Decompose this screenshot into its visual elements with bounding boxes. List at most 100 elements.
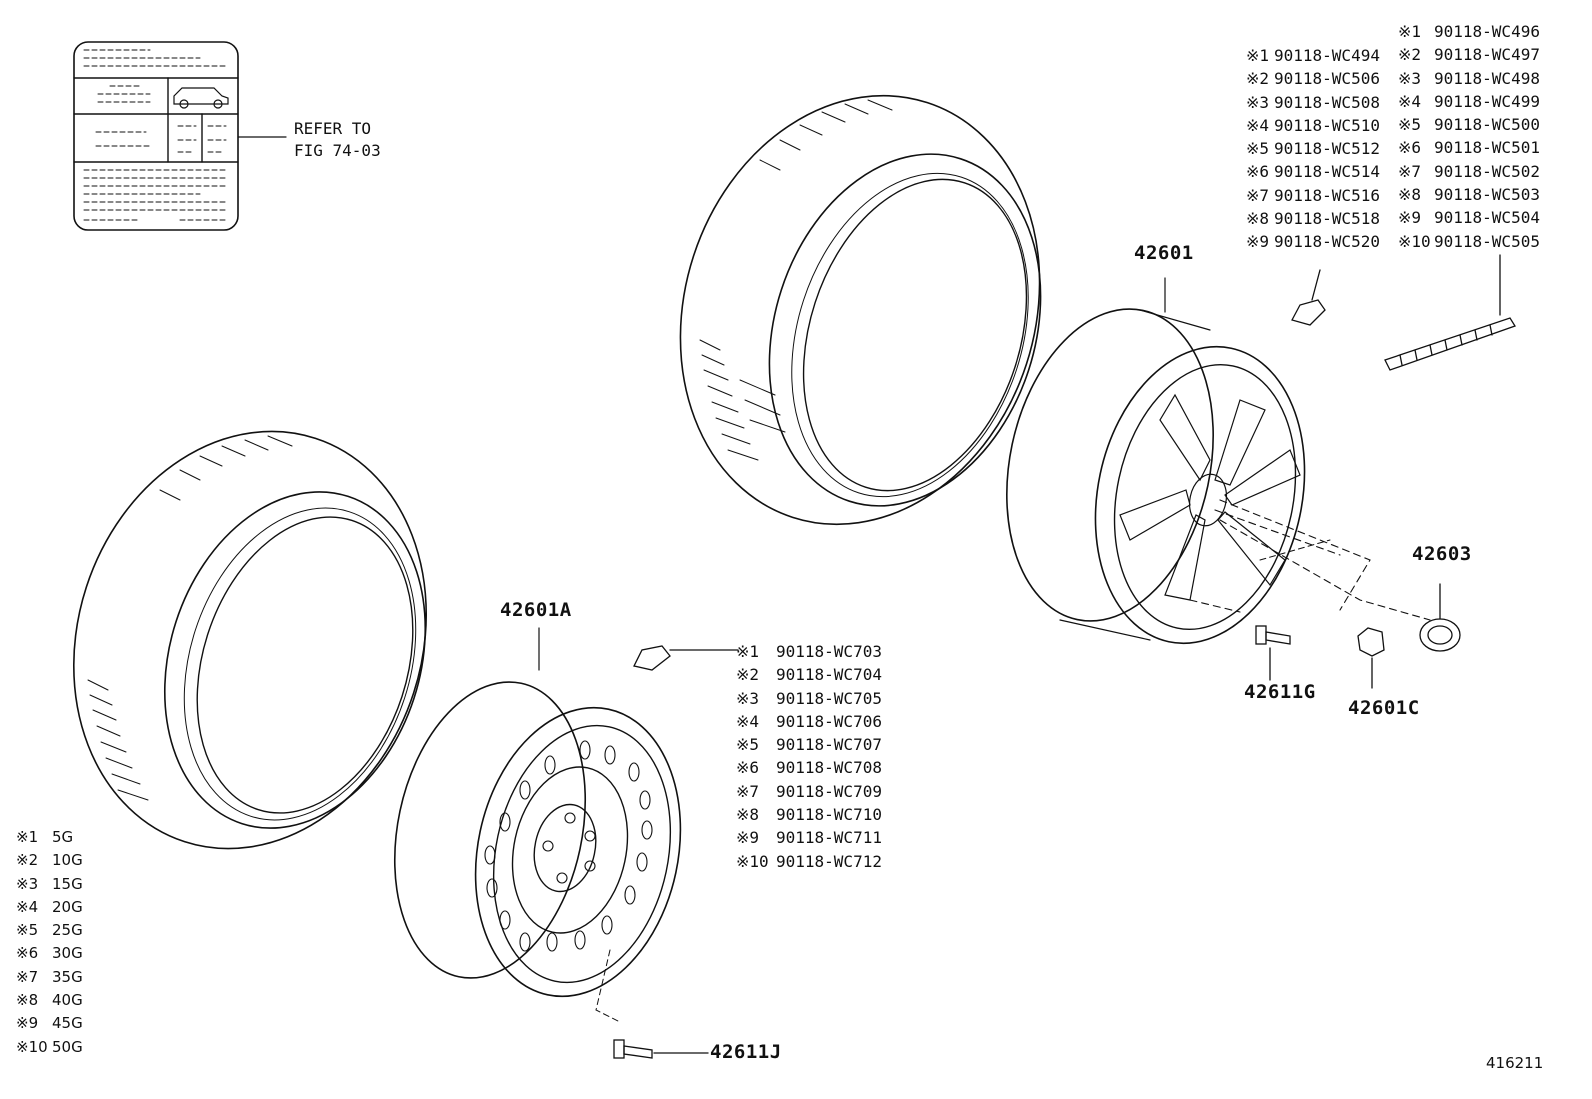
list-item-mark: ※7: [1246, 185, 1270, 205]
list-item-value: 90118-WC499: [1434, 91, 1540, 111]
list-item-value: 25G: [52, 921, 83, 940]
list-item: ※4 20G: [16, 896, 83, 919]
list-item-mark: ※5: [1246, 139, 1270, 159]
valve-stem-alloy-icon: [1255, 625, 1291, 681]
list-item-value: 90118-WC512: [1274, 139, 1380, 159]
list-item: ※1 90118-WC496: [1398, 20, 1540, 43]
list-item-mark: ※6: [16, 944, 39, 963]
list-item-mark: ※6: [1398, 138, 1422, 158]
list-item-value: 90118-WC708: [776, 758, 882, 778]
list-item-value: 90118-WC706: [776, 711, 882, 731]
list-item-mark: ※10: [16, 1037, 48, 1056]
list-item-value: 40G: [52, 991, 83, 1010]
list-item-mark: ※10: [1398, 231, 1431, 251]
tire-alloy-illustration: [679, 94, 1042, 526]
list-item: ※1 5G: [16, 826, 83, 849]
list-item-value: 35G: [52, 967, 83, 986]
list-item-mark: ※5: [1398, 115, 1422, 135]
list-item-value: 5G: [52, 828, 74, 846]
balance-weight-strip-icon: [1384, 254, 1516, 371]
list-item: ※7 90118-WC502: [1398, 160, 1540, 183]
list-item-mark: ※5: [736, 735, 760, 755]
valve-stem-steel-icon: [613, 1039, 709, 1059]
list-item-value: 90118-WC710: [776, 805, 882, 825]
list-item-mark: ※9: [16, 1014, 39, 1033]
list-item-mark: ※7: [16, 967, 39, 986]
list-item-mark: ※2: [1398, 45, 1422, 65]
list-item-mark: ※8: [1398, 185, 1422, 205]
list-item-mark: ※1: [1398, 22, 1422, 41]
list-item-value: 90118-WC703: [776, 642, 882, 661]
list-item-mark: ※9: [1398, 208, 1422, 228]
list-item-value: 15G: [52, 874, 83, 893]
list-item: ※1 90118-WC703: [736, 640, 882, 663]
list-item-value: 90118-WC707: [776, 735, 882, 755]
list-item-value: 90118-WC504: [1434, 208, 1540, 228]
list-item: ※2 90118-WC497: [1398, 43, 1540, 66]
tpms-sensor-steel-icon: [633, 645, 739, 671]
list-item-mark: ※3: [736, 688, 760, 708]
list-item-mark: ※2: [1246, 69, 1270, 89]
list-item-mark: ※1: [1246, 46, 1270, 65]
tpms-sensor-alloy-icon: [1291, 269, 1326, 326]
list-item: ※7 35G: [16, 966, 83, 989]
list-item-value: 90118-WC494: [1274, 46, 1380, 65]
list-item: ※9 45G: [16, 1012, 83, 1035]
list-item-value: 90118-WC496: [1434, 22, 1540, 41]
list-item-value: 90118-WC498: [1434, 68, 1540, 88]
list-item-mark: ※4: [16, 897, 39, 916]
list-item-value: 90118-WC500: [1434, 115, 1540, 135]
list-item-mark: ※4: [1246, 115, 1270, 135]
refer-to-line1: REFER TO: [294, 119, 372, 138]
list-item-mark: ※9: [736, 828, 760, 848]
list-item-value: 90118-WC497: [1434, 45, 1540, 65]
list-item-mark: ※10: [736, 851, 769, 871]
refer-to-line2: FIG 74-03: [294, 141, 381, 160]
list-item-value: 20G: [52, 897, 83, 916]
list-item-value: 30G: [52, 944, 83, 963]
list-item: ※5 90118-WC707: [736, 733, 882, 756]
list-item-value: 90118-WC704: [776, 665, 882, 685]
tire-placard-label: [73, 41, 287, 231]
list-item-mark: ※9: [1246, 232, 1270, 252]
list-item-value: 90118-WC506: [1274, 69, 1380, 89]
figure-number: 416211: [1486, 1054, 1544, 1072]
list-item-value: 90118-WC505: [1434, 231, 1540, 251]
list-item-mark: ※1: [736, 642, 760, 661]
list-item-mark: ※3: [1398, 68, 1422, 88]
list-item-mark: ※8: [1246, 209, 1270, 229]
steel-wheel-illustration: [393, 681, 682, 1023]
list-item-mark: ※7: [1398, 161, 1422, 181]
list-item-mark: ※2: [736, 665, 760, 685]
list-item-mark: ※7: [736, 781, 760, 801]
list-item-mark: ※1: [16, 828, 39, 846]
part-label-42601a: 42601A: [500, 599, 572, 621]
part-label-42601c: 42601C: [1348, 697, 1420, 719]
list-item-value: 45G: [52, 1014, 83, 1033]
list-item-value: 90118-WC520: [1274, 232, 1380, 252]
list-item-value: 90118-WC502: [1434, 161, 1540, 181]
